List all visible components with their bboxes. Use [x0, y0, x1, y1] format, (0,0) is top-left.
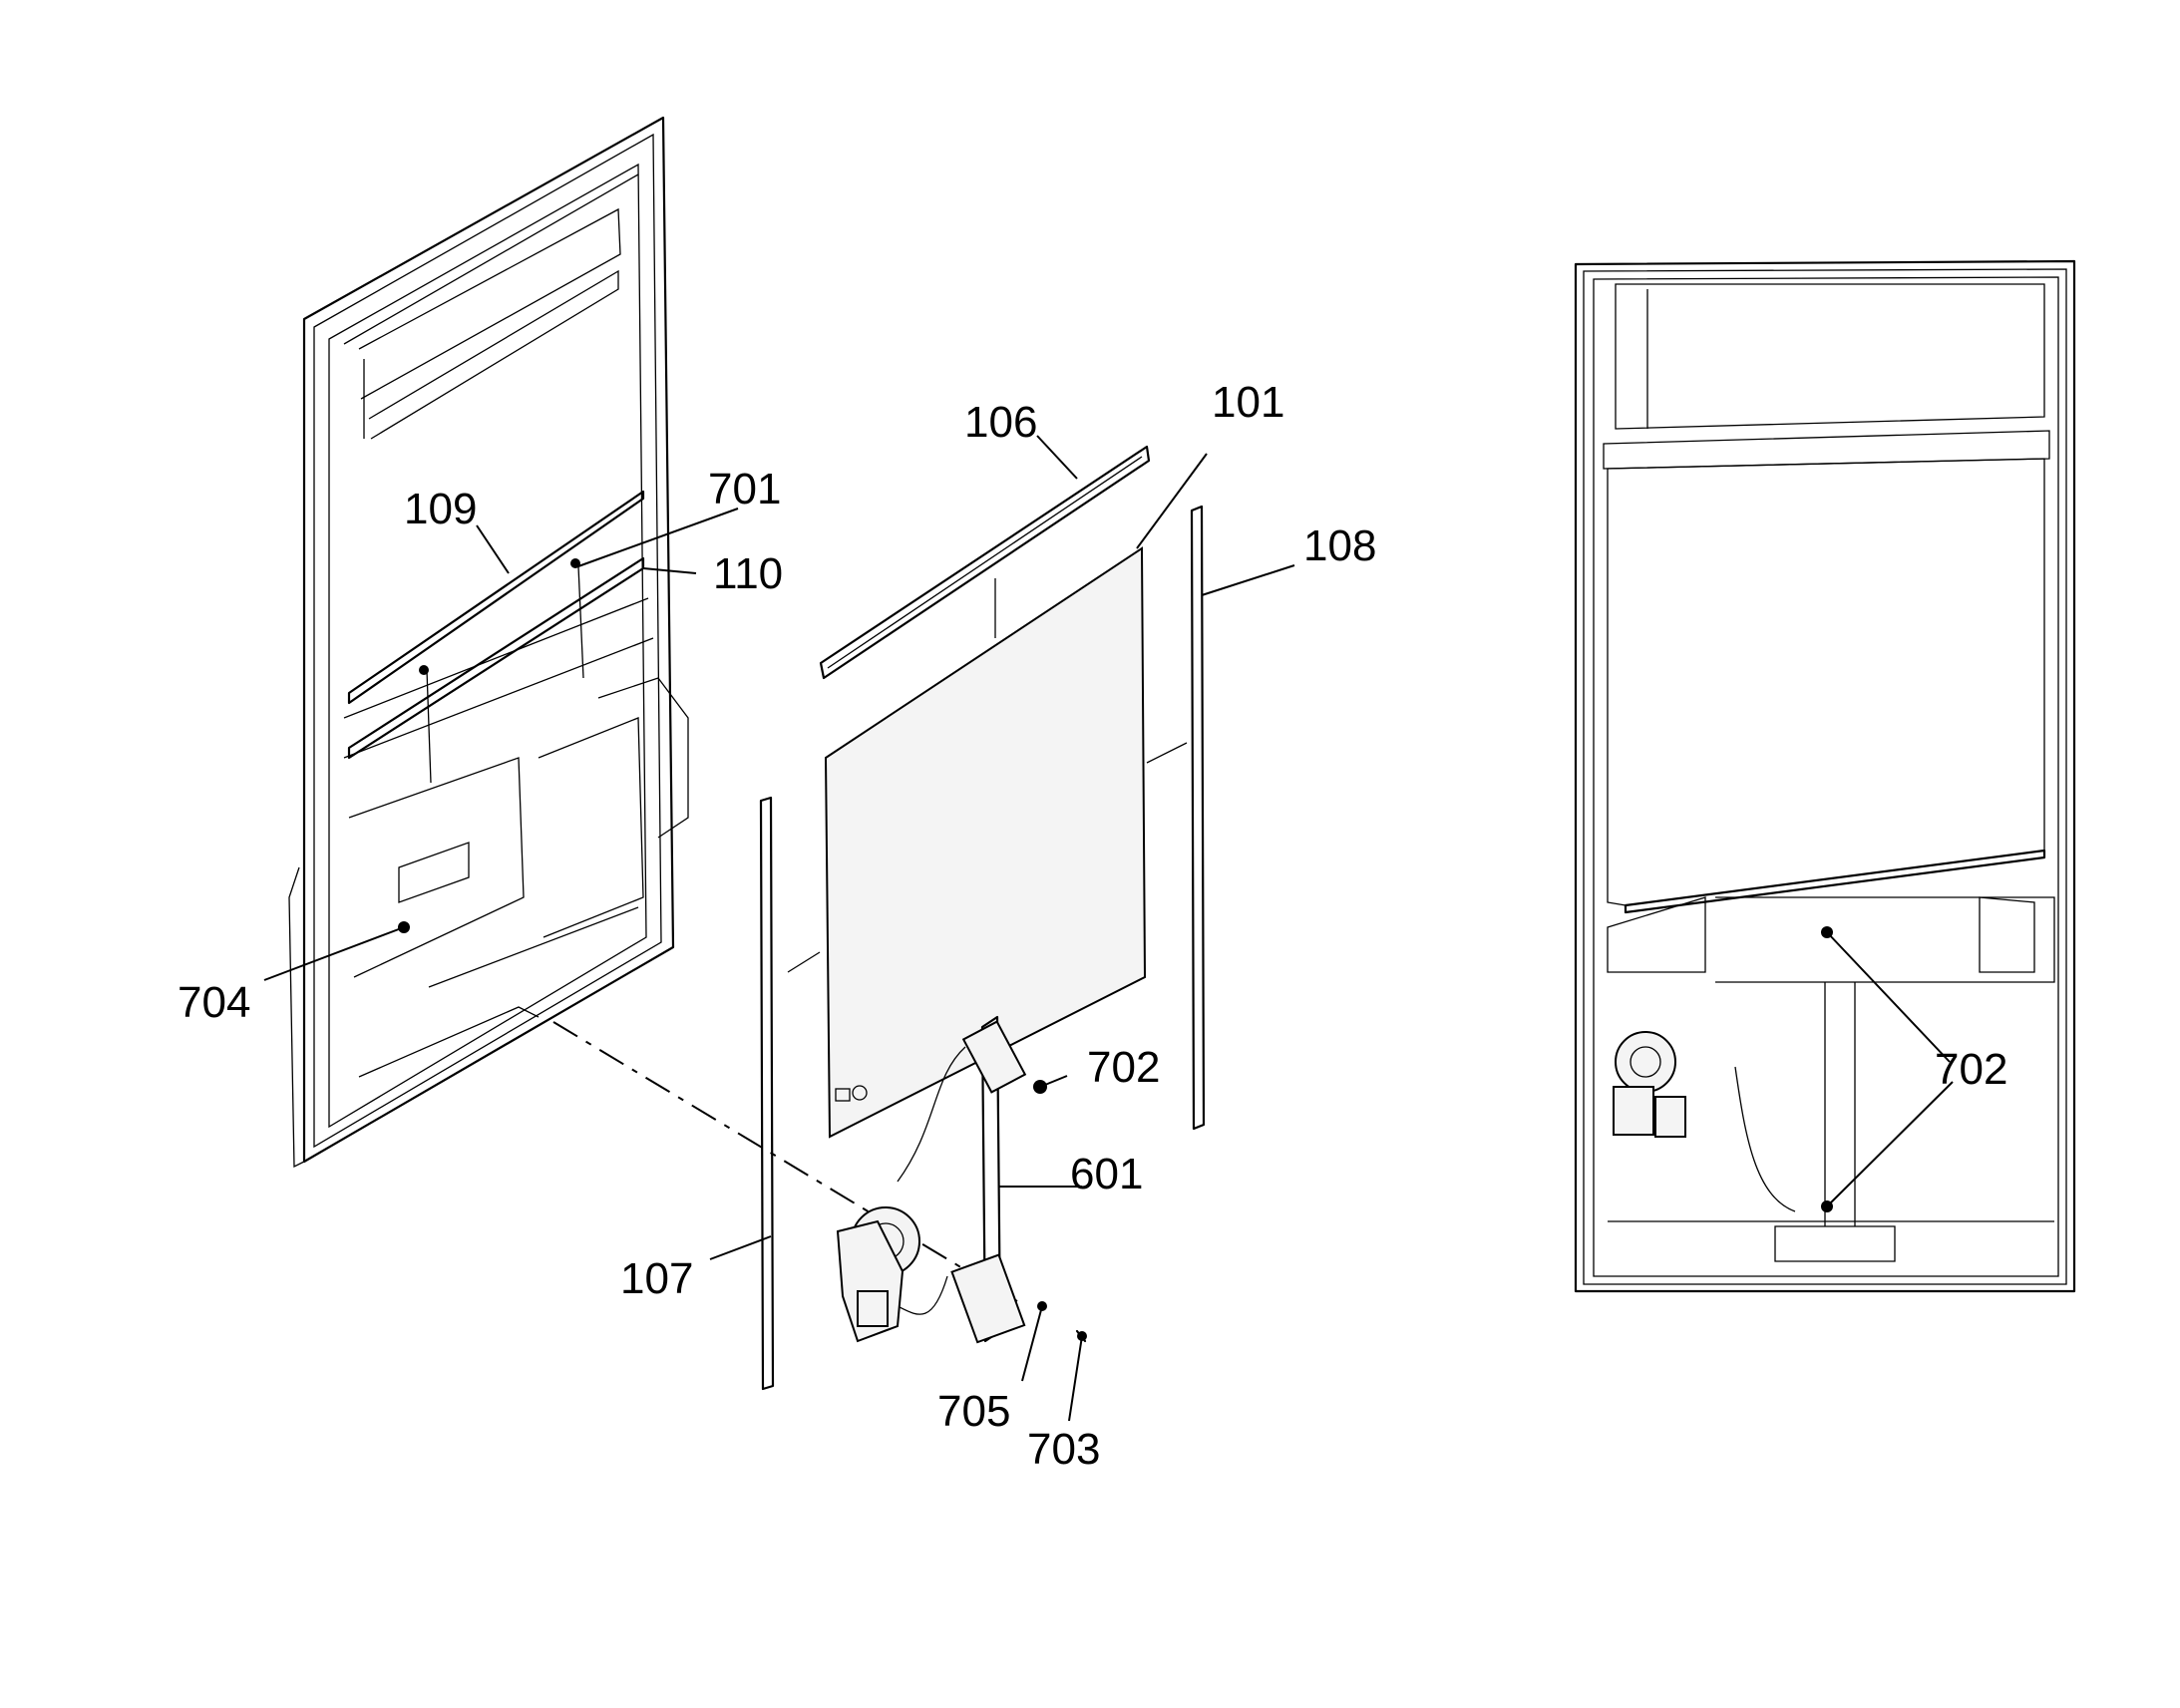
callout-702-right: 702	[1935, 1045, 2007, 1094]
glass-101	[824, 546, 1147, 1139]
alignment-dash	[552, 1021, 1018, 1302]
callout-705: 705	[937, 1387, 1010, 1436]
door-frame-exploded	[288, 116, 689, 1169]
callout-110: 110	[713, 549, 783, 598]
seal-106	[819, 445, 1151, 680]
callout-101: 101	[1212, 378, 1284, 427]
callout-702-left: 702	[1087, 1043, 1160, 1092]
callout-106: 106	[964, 398, 1037, 447]
callout-601: 601	[1070, 1150, 1143, 1198]
channel-107	[759, 796, 775, 1391]
callout-704: 704	[178, 978, 250, 1027]
strip-109	[347, 490, 645, 705]
callout-107: 107	[620, 1254, 693, 1303]
regulator-601	[836, 1015, 1027, 1344]
callout-701: 701	[708, 465, 781, 513]
channel-108	[1190, 505, 1206, 1131]
callout-109: 109	[404, 485, 477, 533]
leader-lines	[263, 435, 1954, 1422]
callout-703: 703	[1027, 1425, 1100, 1474]
callout-108: 108	[1303, 521, 1376, 570]
door-frame-assembled	[1574, 259, 2076, 1293]
